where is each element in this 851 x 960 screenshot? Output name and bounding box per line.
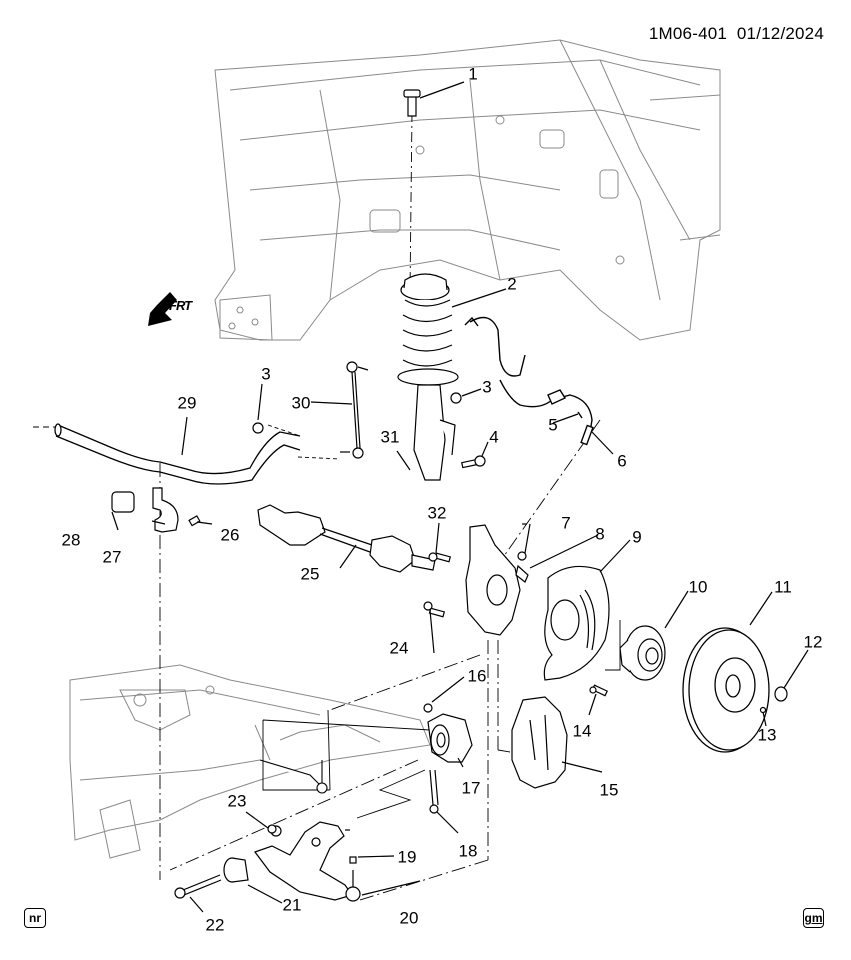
lower-cradle-structure [69,664,431,859]
nr-badge-label: nr [29,911,41,925]
upper-body-structure [214,39,721,341]
callout-8: 8 [595,524,605,544]
callout-15: 15 [599,780,619,800]
callout-13: 13 [757,725,777,745]
gm-logo-label: gm [804,911,823,925]
stabilizer-bar [54,423,301,485]
callout-23: 23 [227,791,247,811]
stabilizer-bushing-and-clamp [111,487,201,533]
drive-axle [257,504,436,573]
callout-32: 32 [427,503,447,523]
leader-lines [33,111,621,901]
diagram-header: 1M06-401 01/12/2024 [649,24,824,44]
callout-10: 10 [688,577,708,597]
lower-control-arm [174,821,361,902]
callout-14: 14 [572,721,592,741]
callout-3-strut-nut: 3 [482,377,492,397]
callout-19: 19 [397,847,417,867]
callout-30: 30 [291,393,311,413]
callout-22: 22 [205,915,225,935]
wheel-hardware [589,684,788,714]
strut-assembly [397,273,459,481]
front-arrow-icon [148,292,177,326]
nut-part-3 [252,392,462,434]
callout-28: 28 [61,530,81,550]
front-label: FRT [169,298,192,313]
callout-9: 9 [632,527,642,547]
wheel-speed-sensor-harness [464,316,594,446]
bolt-part-1 [403,89,421,117]
callout-5: 5 [548,415,558,435]
callout-24: 24 [389,638,409,658]
brake-rotor [682,627,770,753]
callout-25: 25 [300,564,320,584]
callout-11: 11 [774,577,792,597]
callout-29: 29 [177,393,197,413]
callout-3-link-nut: 3 [261,364,271,384]
callout-21: 21 [282,895,302,915]
small-hardware [423,551,529,618]
gm-logo-badge: gm [803,908,824,928]
stabilizer-link [340,361,369,459]
callout-18: 18 [458,841,478,861]
callout-12: 12 [803,632,823,652]
nr-badge: nr [24,908,46,928]
callout-2: 2 [507,274,517,294]
wheel-hub-bearing [619,625,666,681]
callout-16: 16 [467,666,487,686]
control-arm-rear-bushing [423,703,473,814]
callout-6: 6 [617,451,627,471]
callout-7: 7 [561,513,571,533]
callout-31: 31 [380,427,400,447]
callout-27: 27 [102,547,122,567]
callout-17: 17 [461,778,481,798]
callout-1: 1 [468,64,478,84]
brake-caliper [511,696,568,789]
diagram-date: 01/12/2024 [736,24,824,43]
callout-4: 4 [489,427,499,447]
tie-rod-end [259,759,328,794]
callout-leaders [111,81,809,913]
callout-26: 26 [220,525,240,545]
bolt-part-4 [461,455,486,469]
diagram-id: 1M06-401 [648,24,728,43]
brake-splash-shield [543,565,610,681]
callout-20: 20 [399,908,419,928]
steering-knuckle [465,524,521,636]
